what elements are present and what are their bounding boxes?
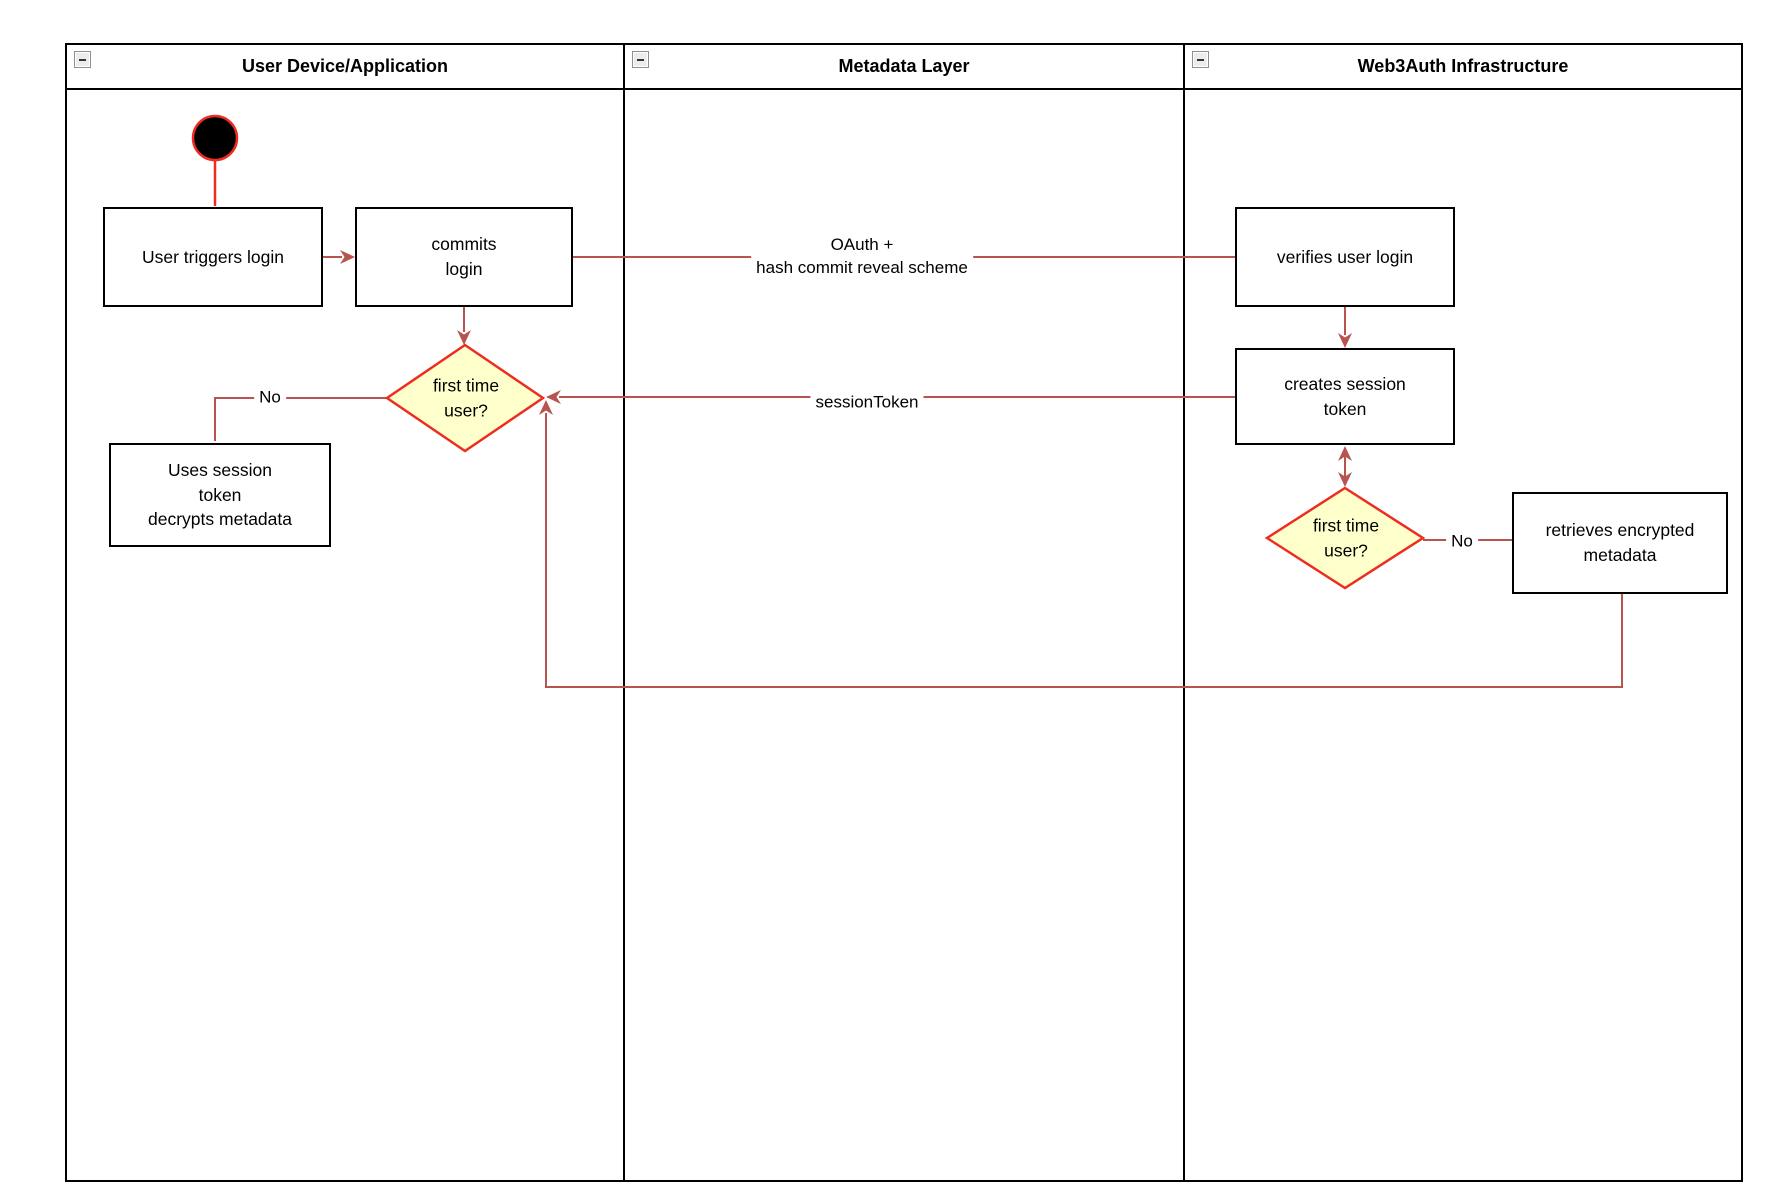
node-text: token <box>198 484 242 505</box>
edge-label-text: OAuth + <box>830 235 894 255</box>
arrowhead-down <box>1338 472 1352 487</box>
edge-no-west <box>214 397 387 441</box>
edge-label-text: No <box>259 387 281 407</box>
arrowhead-down <box>457 330 471 345</box>
edge-return-loop <box>545 413 1623 688</box>
decision-diamond-first-time-user-1[interactable] <box>384 343 546 453</box>
decision-diamond-first-time-user-2[interactable] <box>1264 486 1426 590</box>
arrowhead-up <box>539 400 553 415</box>
node-text: metadata <box>1583 545 1657 565</box>
collapse-button-lane-3[interactable] <box>1192 51 1209 68</box>
node-text: retrieves encrypted <box>1545 520 1695 541</box>
swimlane-frame <box>65 43 1743 1182</box>
node-text: Uses session <box>167 459 273 480</box>
node-text: user? <box>1324 540 1368 560</box>
lane-title-text: Web3Auth Infrastructure <box>1357 56 1569 76</box>
node-text: commits <box>431 234 497 255</box>
node-text: verifies user login <box>1276 246 1414 267</box>
node-text: User triggers login <box>142 246 284 267</box>
node-text: login <box>445 259 483 279</box>
minus-icon <box>1197 58 1204 61</box>
diamond-text-first-time-user-1: first time user? <box>433 374 499 423</box>
activity-box-creates-session-token[interactable]: creates session token <box>1235 348 1455 445</box>
swimlane-header-row <box>65 43 1743 90</box>
node-text: first time <box>432 375 500 396</box>
edge-label-text: No <box>1451 531 1473 551</box>
arrowhead-left <box>546 390 561 404</box>
lane-header-user-device[interactable]: User Device/Application <box>67 43 623 90</box>
node-text: token <box>1323 398 1367 419</box>
collapse-button-lane-1[interactable] <box>74 51 91 68</box>
node-text: user? <box>444 400 488 420</box>
lane-divider-1 <box>623 43 625 1180</box>
lane-title-text: Metadata Layer <box>838 56 970 76</box>
minus-icon <box>637 58 644 61</box>
lane-header-web3auth[interactable]: Web3Auth Infrastructure <box>1185 43 1741 90</box>
activity-box-verifies-user-login[interactable]: verifies user login <box>1235 207 1455 307</box>
edge-label-no-east[interactable]: No <box>1446 530 1478 554</box>
node-text: creates session <box>1284 373 1406 394</box>
activity-box-retrieves-encrypted-metadata[interactable]: retrieves encrypted metadata <box>1512 492 1728 594</box>
lane-title-text: User Device/Application <box>241 56 449 76</box>
edge-label-no-west[interactable]: No <box>254 386 286 410</box>
node-text: first time <box>1312 515 1380 536</box>
arrowhead-up <box>1338 446 1352 461</box>
edge-label-text: sessionToken <box>815 392 919 412</box>
start-node[interactable] <box>191 114 239 162</box>
lane-header-metadata-layer[interactable]: Metadata Layer <box>625 43 1183 90</box>
activity-box-user-triggers-login[interactable]: User triggers login <box>103 207 323 307</box>
arrowhead-right <box>340 250 355 264</box>
edge-label-oauth[interactable]: OAuth + hash commit reveal scheme <box>751 234 973 280</box>
edge-label-session-token[interactable]: sessionToken <box>810 391 924 415</box>
collapse-button-lane-2[interactable] <box>632 51 649 68</box>
arrowhead-down <box>1338 333 1352 348</box>
node-text: decrypts metadata <box>148 509 292 530</box>
diamond-text-first-time-user-2: first time user? <box>1313 514 1379 563</box>
lane-divider-2 <box>1183 43 1185 1180</box>
edge-label-text: hash commit reveal scheme <box>756 258 968 277</box>
minus-icon <box>79 58 86 61</box>
activity-box-commits-login[interactable]: commits login <box>355 207 573 307</box>
activity-box-uses-session-token[interactable]: Uses session token decrypts metadata <box>109 443 331 547</box>
